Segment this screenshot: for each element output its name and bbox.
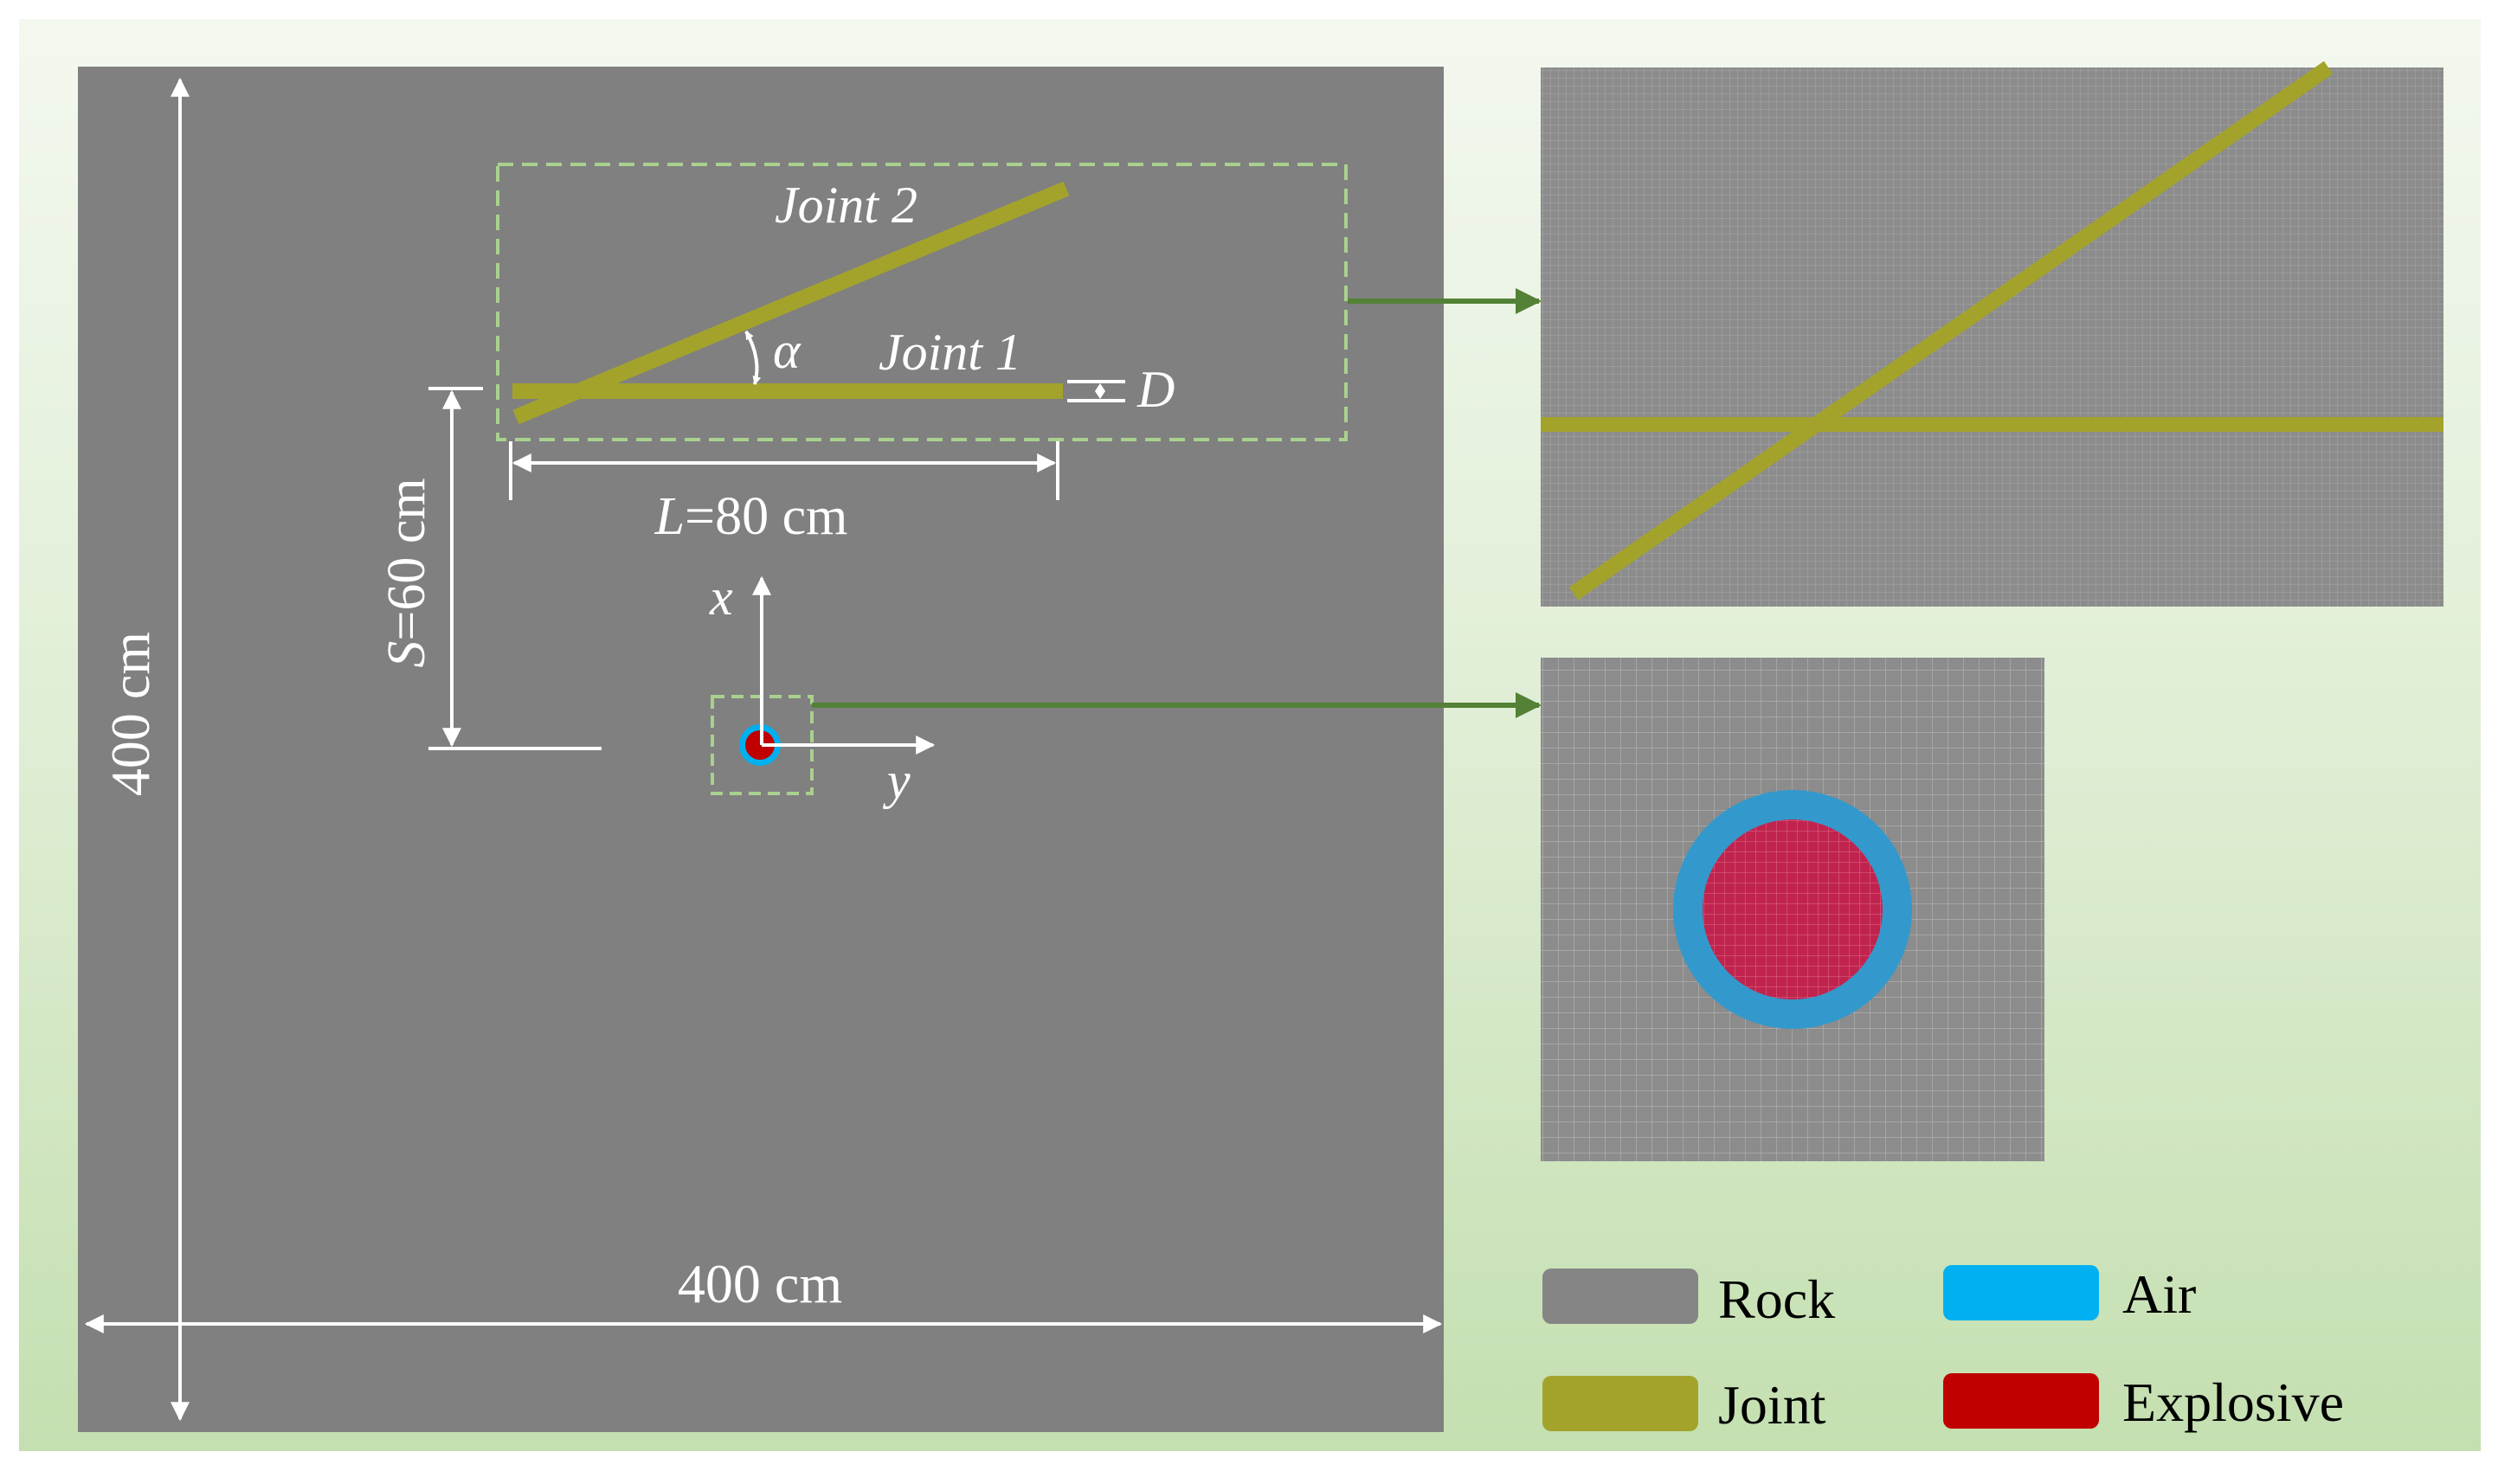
- spacing-label: S=60 cm: [377, 478, 436, 667]
- height-label: 400 cm: [100, 632, 161, 796]
- legend-swatch-joint: [1542, 1376, 1698, 1431]
- legend-swatch-rock: [1542, 1269, 1698, 1324]
- x-axis-label: x: [709, 569, 733, 626]
- y-axis-label: y: [882, 752, 911, 809]
- legend: Rock Air Joint Explosive: [1542, 1263, 2344, 1436]
- thickness-label: D: [1136, 361, 1175, 418]
- alpha-angle-arc: [744, 331, 762, 385]
- legend-label-rock: Rock: [1718, 1269, 1835, 1330]
- joint-1-mesh: [1541, 417, 2443, 432]
- legend-swatch-air: [1943, 1265, 2099, 1320]
- joint-detail-box: [496, 163, 1348, 441]
- joint-2-mesh: [1568, 61, 2334, 601]
- borehole-mesh-panel: [1541, 658, 2044, 1161]
- legend-label-joint: Joint: [1718, 1374, 1826, 1436]
- joint-2-label: Joint 2: [775, 177, 917, 234]
- joint-mesh-panel: [1541, 61, 2443, 607]
- thickness-arrows: [1095, 383, 1105, 399]
- joint-1-label: Joint 1: [879, 324, 1021, 381]
- legend-swatch-explosive: [1943, 1373, 2099, 1429]
- legend-label-explosive: Explosive: [2122, 1372, 2344, 1433]
- explosive-mesh: [1703, 819, 1883, 999]
- joint-2: [512, 181, 1070, 425]
- width-label: 400 cm: [678, 1253, 842, 1314]
- length-label: L=80 cm: [654, 487, 848, 546]
- alpha-label: α: [773, 322, 802, 379]
- legend-label-air: Air: [2122, 1263, 2196, 1325]
